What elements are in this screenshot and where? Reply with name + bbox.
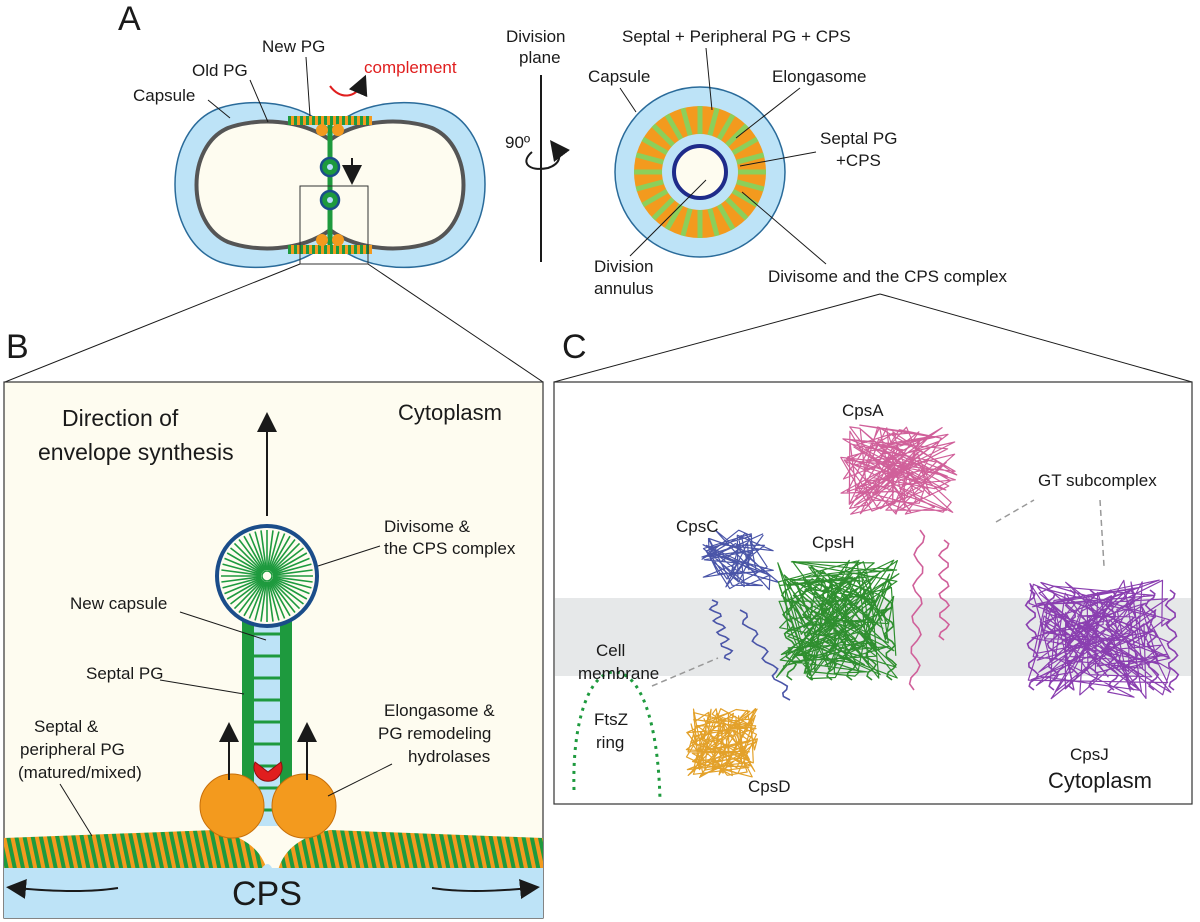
septal-peripheral-b-1: Septal & (34, 717, 99, 736)
cpsh-label: CpsH (812, 533, 855, 552)
new-capsule-label: New capsule (70, 594, 167, 613)
panel-b (3, 381, 544, 919)
cytoplasm-c-label: Cytoplasm (1048, 768, 1152, 793)
septal-pg-cps-label-1: Septal PG (820, 129, 898, 148)
elongasome-dot (332, 234, 344, 246)
divisome-label-2: the CPS complex (384, 539, 516, 558)
panel-c-label: C (562, 328, 587, 366)
pg-band-left (4, 830, 268, 878)
zoom-line-b-right (367, 263, 544, 383)
elongasome-left (199, 773, 265, 839)
septal-pg-cps-label-2: +CPS (836, 151, 881, 170)
division-annulus-label-2: annulus (594, 279, 654, 298)
septal-pg-label: Septal PG (86, 664, 164, 683)
elongasome-b-1: Elongasome & (384, 701, 495, 720)
division-plane-label-2: plane (519, 48, 561, 67)
elongasome-b-2: PG remodeling (378, 724, 491, 743)
elongasome-dot (332, 124, 344, 136)
cross-section-ring (614, 86, 786, 258)
cpsj-label: CpsJ (1070, 745, 1109, 764)
pg-band-right (277, 830, 543, 878)
zoom-line-b-left (4, 263, 301, 383)
cpsd-label: CpsD (748, 777, 791, 796)
dividing-cell (174, 74, 486, 269)
panel-b-label: B (6, 328, 29, 366)
panel-a-label: A (118, 0, 141, 38)
zoom-box (299, 185, 369, 265)
direction-label-2: envelope synthesis (38, 439, 234, 465)
septal-peripheral-b-2: peripheral PG (20, 740, 125, 759)
ftsz-ring (572, 670, 662, 801)
ftsz-label-1: FtsZ (594, 710, 628, 729)
gt-subcomplex-label: GT subcomplex (1038, 471, 1157, 490)
elongasome-right (271, 773, 337, 839)
divisome-label-1: Divisome & (384, 517, 471, 536)
cpsc-label: CpsC (676, 517, 719, 536)
new-pg-bottom (288, 245, 372, 254)
rotation-label: 90º (505, 133, 530, 152)
septal-peripheral-label: Septal + Peripheral PG + CPS (622, 27, 851, 46)
zoom-line-c-left (553, 293, 881, 383)
division-plane-label-1: Division (506, 27, 566, 46)
new-pg-label: New PG (262, 37, 325, 56)
cell-membrane-label-1: Cell (596, 641, 625, 660)
new-pg-top (288, 116, 372, 125)
direction-label-1: Direction of (62, 405, 179, 431)
cytoplasm-b-label: Cytoplasm (398, 400, 502, 425)
elongasome-label: Elongasome (772, 67, 867, 86)
hydrolase (253, 761, 283, 782)
ftsz-label-2: ring (596, 733, 624, 752)
divisome-cps-label: Divisome and the CPS complex (768, 267, 1008, 286)
panel-c (553, 381, 1193, 805)
septal-peripheral-b-3: (matured/mixed) (18, 763, 142, 782)
complement-label: complement (364, 58, 457, 77)
elongasome-dot (316, 234, 328, 246)
zoom-line-c-right (879, 293, 1193, 383)
elongasome-dot (316, 124, 328, 136)
cell-membrane-label-2: membrane (578, 664, 659, 683)
capsule-label: Capsule (133, 86, 195, 105)
elongasome-b-3: hydrolases (408, 747, 490, 766)
cpsa-label: CpsA (842, 401, 884, 420)
division-annulus-label-1: Division (594, 257, 654, 276)
right-capsule-label: Capsule (588, 67, 650, 86)
old-pg-label: Old PG (192, 61, 248, 80)
complement-arrow (329, 74, 368, 98)
rotation-arrow (525, 139, 570, 170)
cps-label: CPS (232, 875, 302, 913)
